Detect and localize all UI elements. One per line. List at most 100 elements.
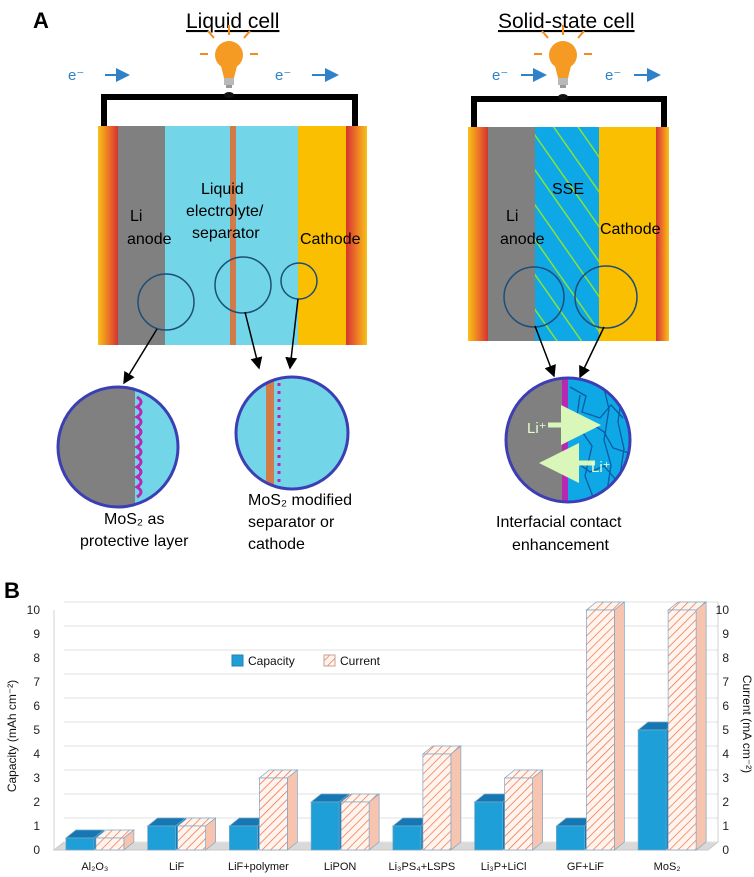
solid-arrow-left [534, 325, 556, 378]
legend-capacity-label: Capacity [248, 654, 295, 668]
liquid-right-current-collector [346, 126, 367, 345]
current-bar-front [504, 777, 533, 851]
chart-right-tick-label: 5 [722, 723, 729, 737]
current-bar-side [614, 601, 625, 851]
liquid-li-anode-label-line1: Li [130, 208, 142, 225]
capacity-bar-front [637, 729, 667, 851]
solid-bulb-icon [534, 25, 592, 88]
solid-zoom-circle-interface [504, 376, 632, 504]
chart-category-label: LiF [169, 861, 185, 873]
solid-electron-left: e⁻ [492, 67, 508, 84]
chart-left-tick-label: 7 [33, 675, 40, 689]
chart-right-tick-label: 6 [722, 699, 729, 713]
solid-cathode [599, 127, 656, 341]
current-bar-side [532, 769, 543, 851]
liquid-wire-node [224, 92, 234, 98]
liquid-left-current-collector [98, 126, 118, 345]
liquid-zoom-circle-separator [234, 375, 350, 491]
panel-letter-b: B [4, 578, 20, 603]
chart-category-label: Li₃PS₄+LSPS [388, 861, 455, 873]
chart-left-tick-label: 6 [33, 699, 40, 713]
chart-bars-layer [64, 601, 708, 851]
chart-left-tick-label: 4 [33, 747, 40, 761]
chart-left-tick-label: 0 [33, 843, 40, 857]
solid-caption-line2: enhancement [512, 537, 610, 554]
liquid-zoom-ring-anode [137, 273, 195, 331]
chart-right-tick-label: 8 [722, 651, 729, 665]
chart-category-label: LiF+polymer [228, 861, 289, 873]
current-bar-front [95, 837, 125, 851]
liquid-electron-right: e⁻ [275, 67, 291, 84]
liquid-electron-left: e⁻ [68, 67, 84, 84]
capacity-bar-front [556, 825, 585, 851]
solid-right-current-collector [656, 127, 669, 341]
capacity-bar-front [392, 825, 422, 851]
chart-left-tick-label: 3 [33, 771, 40, 785]
solid-cell-title: Solid-state cell [498, 10, 635, 33]
current-bar-front [586, 609, 615, 851]
chart-category-label: LiPON [324, 861, 356, 873]
chart-right-tick-label: 0 [722, 843, 729, 857]
chart-left-tick-label: 10 [27, 603, 41, 617]
liquid-separator-strip [230, 126, 236, 345]
solid-li-ion-left-label: Li⁺ [527, 420, 547, 437]
liquid-cathode-label: Cathode [300, 231, 361, 248]
solid-wire-node [558, 94, 568, 100]
solid-external-wire [471, 96, 667, 127]
chart-category-label: Li₃P+LiCl [481, 861, 527, 873]
liquid-caption2-line1: MoS₂ modified [248, 492, 352, 509]
solid-li-anode-label-line2: anode [500, 231, 545, 248]
liquid-caption2-line3: cathode [248, 536, 305, 553]
solid-state-cell: Solid-state cell e⁻ e⁻ [468, 10, 669, 554]
current-bar-front [259, 777, 288, 851]
current-bar-side [287, 769, 298, 851]
chart-left-tick-label: 1 [33, 819, 40, 833]
liquid-cathode [298, 126, 346, 345]
liquid-cell-title: Liquid cell [186, 10, 279, 33]
chart-category-label: GF+LiF [567, 861, 604, 873]
chart-right-tick-label: 10 [716, 603, 730, 617]
liquid-arrow-to-circle1 [123, 328, 158, 385]
current-bar-front [177, 825, 206, 851]
chart-right-tick-label: 1 [722, 819, 729, 833]
liquid-zoom-ring-cathode [280, 262, 318, 300]
solid-arrow-right [579, 326, 605, 379]
current-bar-front [422, 753, 452, 851]
liquid-caption1-line2: protective layer [80, 533, 189, 550]
legend-current-swatch [323, 654, 336, 667]
liquid-li-anode [118, 126, 165, 345]
solid-sse-label: SSE [552, 181, 584, 198]
chart-left-tick-label: 5 [33, 723, 40, 737]
liquid-li-anode-label-line2: anode [127, 231, 172, 248]
capacity-bar-front [229, 825, 258, 851]
chart-category-label: Al₂O₃ [81, 861, 108, 873]
solid-electron-right: e⁻ [605, 67, 621, 84]
chart-category-label: MoS₂ [654, 861, 681, 873]
solid-li-anode [488, 127, 535, 341]
solid-caption-line1: Interfacial contact [496, 514, 622, 531]
chart-right-tick-label: 3 [722, 771, 729, 785]
capacity-bar-front [474, 801, 503, 851]
panel-b-chart: B Capacity (mAh cm⁻²) Current (mA cm⁻²) … [4, 578, 754, 873]
capacity-bar-front [310, 801, 340, 851]
solid-zoom-ring-sse-cathode [574, 265, 638, 329]
legend-capacity-swatch [231, 654, 244, 667]
current-bar-side [368, 793, 380, 851]
liquid-electrolyte-label-line1: Liquid [201, 181, 244, 198]
liquid-electrolyte-label-line3: separator [192, 225, 260, 242]
solid-left-current-collector [468, 127, 488, 341]
capacity-bar-front [65, 837, 95, 851]
legend-current-label: Current [340, 654, 381, 668]
current-bar-front [340, 801, 370, 851]
liquid-bulb-icon [200, 25, 258, 88]
solid-sse-stripes [535, 127, 599, 341]
liquid-electrolyte-label-line2: electrolyte/ [186, 203, 264, 220]
liquid-caption1-line1: MoS₂ as [104, 511, 164, 528]
panel-a: A Liquid cell e⁻ e⁻ [33, 8, 669, 554]
liquid-external-wire [101, 94, 358, 126]
liquid-arrow-to-circle2-a [244, 311, 263, 370]
current-bar-front [667, 609, 697, 851]
